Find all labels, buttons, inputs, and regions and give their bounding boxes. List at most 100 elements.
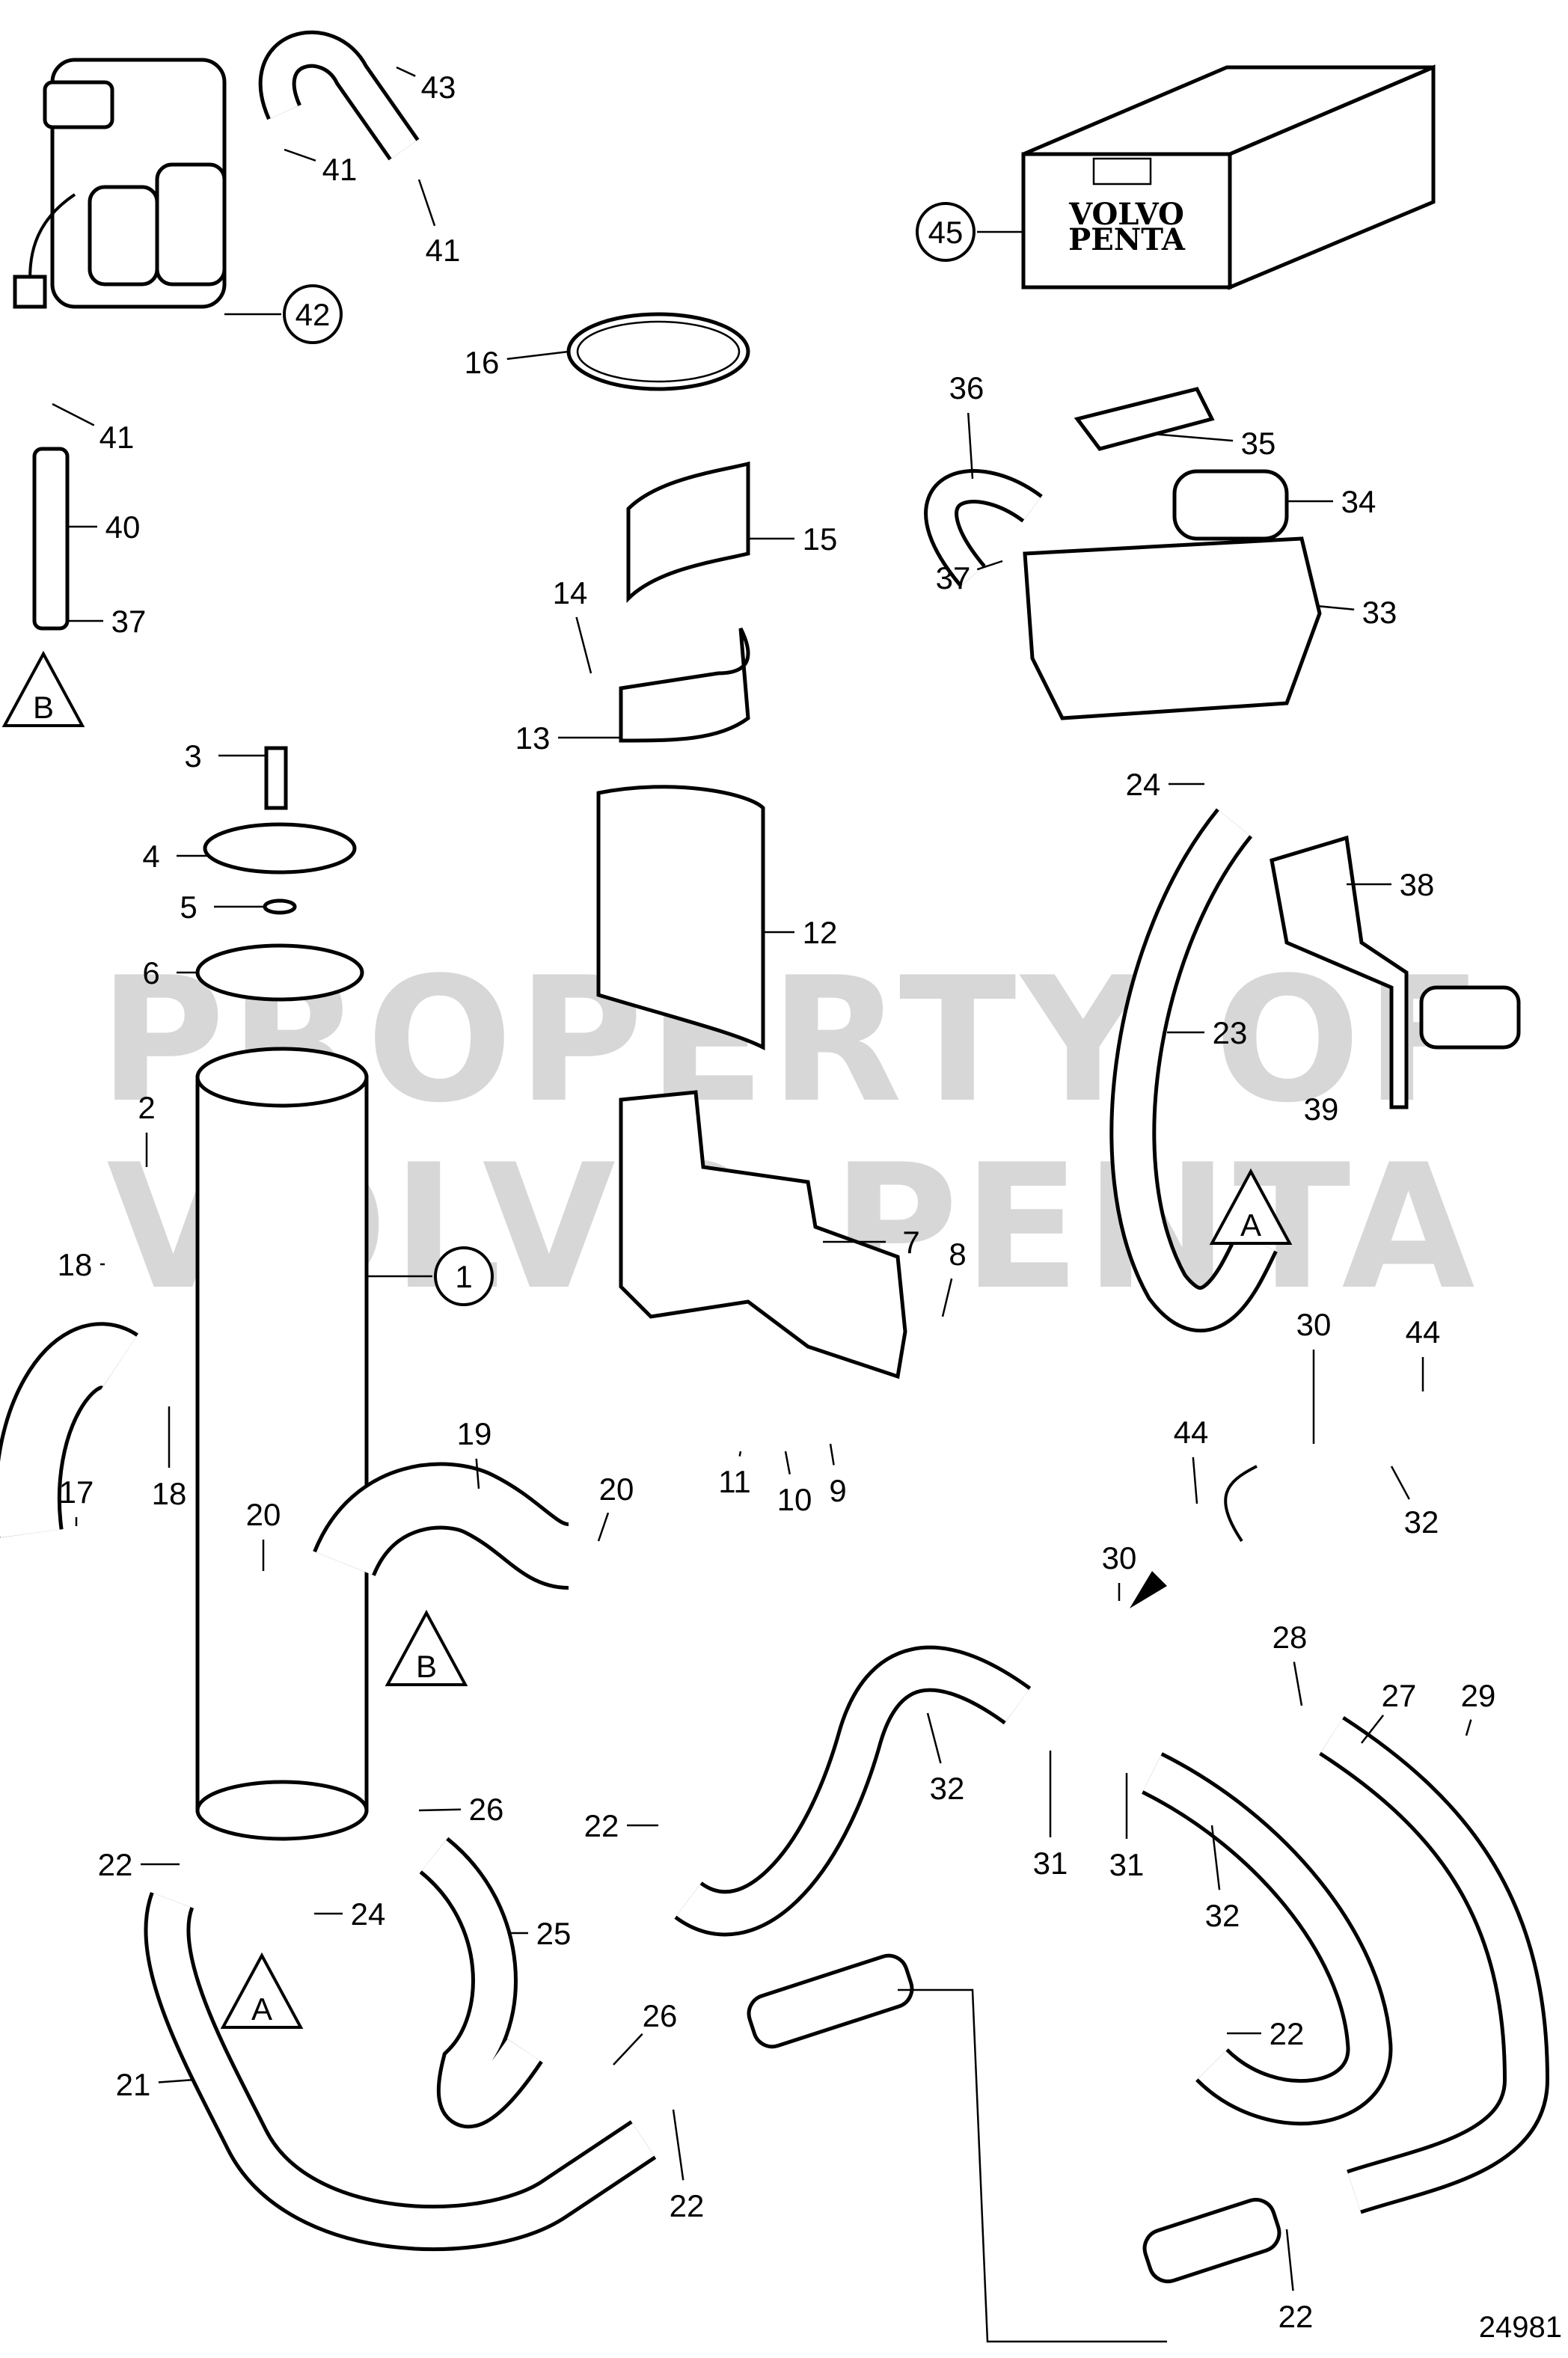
callout-label: 41 xyxy=(426,233,461,268)
callout-16: 16 xyxy=(465,345,569,380)
callout-20: 20 xyxy=(246,1497,281,1571)
callout-label: 15 xyxy=(803,521,838,557)
callout-7: 7 xyxy=(823,1225,920,1260)
callout-label: 31 xyxy=(1109,1847,1145,1882)
drawing-number: 24981 xyxy=(1479,2311,1562,2344)
callout-circle xyxy=(434,1246,494,1306)
callout-37: 37 xyxy=(936,560,1003,595)
callout-label: 44 xyxy=(1406,1314,1441,1350)
callout-8: 8 xyxy=(941,1237,967,1317)
part-13-clamp xyxy=(619,627,750,743)
callout-41: 41 xyxy=(284,148,358,187)
callout-label: 32 xyxy=(930,1771,965,1806)
callout-label: 20 xyxy=(599,1472,634,1507)
callout-label: A xyxy=(1240,1207,1261,1243)
reference-triangle xyxy=(220,1952,304,2029)
callout-label: 35 xyxy=(1241,426,1276,461)
callout-label: 27 xyxy=(1382,1678,1417,1713)
callout-circle xyxy=(916,202,976,262)
callout-label: 22 xyxy=(670,2188,705,2223)
callout-13: 13 xyxy=(515,720,621,756)
callout-label: 5 xyxy=(180,889,197,925)
callout-22: 22 xyxy=(1278,2229,1313,2334)
callout-label: 9 xyxy=(829,1473,846,1508)
callout-label: 26 xyxy=(643,1998,678,2033)
callout-25: 25 xyxy=(509,1916,571,1951)
callout-44: 44 xyxy=(1406,1314,1441,1391)
callout-19: 19 xyxy=(457,1416,491,1489)
callout-label: 38 xyxy=(1400,867,1435,902)
callout-45: 45 xyxy=(916,202,1023,262)
callout-label: 33 xyxy=(1362,595,1397,630)
callout-label: 43 xyxy=(421,70,456,105)
callout-label: 6 xyxy=(142,955,159,990)
callout-label: B xyxy=(33,690,54,725)
part-5-seal xyxy=(263,898,297,915)
callout-B: B xyxy=(1,650,85,727)
callout-label: 12 xyxy=(803,915,838,950)
part-34-cap xyxy=(1172,469,1289,541)
callout-35: 35 xyxy=(1151,426,1276,461)
part-4-washer xyxy=(203,822,357,875)
callout-17: 17 xyxy=(59,1474,94,1526)
callout-label: 8 xyxy=(949,1237,966,1272)
callout-29: 29 xyxy=(1461,1678,1496,1736)
leader-line xyxy=(506,350,569,361)
callout-22: 22 xyxy=(1227,2016,1304,2051)
callout-A: A xyxy=(1209,1168,1293,1245)
callout-circle xyxy=(283,284,343,344)
callout-label: 1 xyxy=(455,1259,472,1294)
callout-label: 13 xyxy=(515,720,551,756)
callout-11: 11 xyxy=(718,1451,751,1499)
part-3-bolt xyxy=(264,746,288,810)
reference-triangle xyxy=(1,650,85,727)
callout-30: 30 xyxy=(1296,1307,1332,1444)
leader-line xyxy=(1293,1662,1303,1706)
callout-22: 22 xyxy=(98,1847,180,1882)
callout-label: 24 xyxy=(1126,767,1161,802)
callout-20: 20 xyxy=(597,1472,634,1542)
callout-27: 27 xyxy=(1361,1678,1417,1744)
callout-label: 41 xyxy=(322,152,358,187)
leader-line xyxy=(784,1451,791,1474)
callout-44: 44 xyxy=(1174,1415,1209,1504)
callout-label: 28 xyxy=(1273,1620,1308,1655)
callout-15: 15 xyxy=(748,521,837,557)
leader-line xyxy=(1192,1457,1198,1504)
callout-label: 37 xyxy=(111,604,147,639)
callout-41: 41 xyxy=(417,179,461,268)
callout-label: 29 xyxy=(1461,1678,1496,1713)
callout-label: 36 xyxy=(949,370,984,405)
callout-label: 23 xyxy=(1213,1015,1248,1050)
part-1-cooler xyxy=(195,1047,369,1841)
callout-26: 26 xyxy=(418,1792,504,1827)
callout-label: 45 xyxy=(928,215,964,250)
callout-6: 6 xyxy=(142,955,197,990)
leader-line xyxy=(1151,432,1234,442)
part-42-pump xyxy=(13,58,227,309)
callout-label: 14 xyxy=(553,575,588,610)
part-45-box: VOLVO PENTA xyxy=(1021,64,1436,290)
callout-label: 30 xyxy=(1296,1307,1332,1342)
callout-30: 30 xyxy=(1102,1540,1136,1601)
callout-label: 18 xyxy=(152,1476,187,1511)
callout-18: 18 xyxy=(58,1247,105,1282)
callout-label: 18 xyxy=(58,1247,93,1282)
part-33-tank xyxy=(1023,387,1322,720)
leader-line xyxy=(926,1712,942,1764)
callout-37: 37 xyxy=(67,604,146,639)
leader-line xyxy=(575,616,592,674)
callout-1: 1 xyxy=(367,1246,494,1306)
callout-label: 22 xyxy=(1270,2016,1305,2051)
callout-A: A xyxy=(220,1952,304,2029)
callout-label: 44 xyxy=(1174,1415,1209,1450)
callout-33: 33 xyxy=(1316,595,1397,630)
callout-12: 12 xyxy=(763,915,837,950)
callout-label: 2 xyxy=(138,1090,155,1125)
callout-label: 11 xyxy=(718,1464,751,1499)
leader-line xyxy=(284,148,316,162)
callout-label: 42 xyxy=(295,297,331,332)
callout-24: 24 xyxy=(1126,767,1204,802)
callout-label: 26 xyxy=(469,1792,504,1827)
